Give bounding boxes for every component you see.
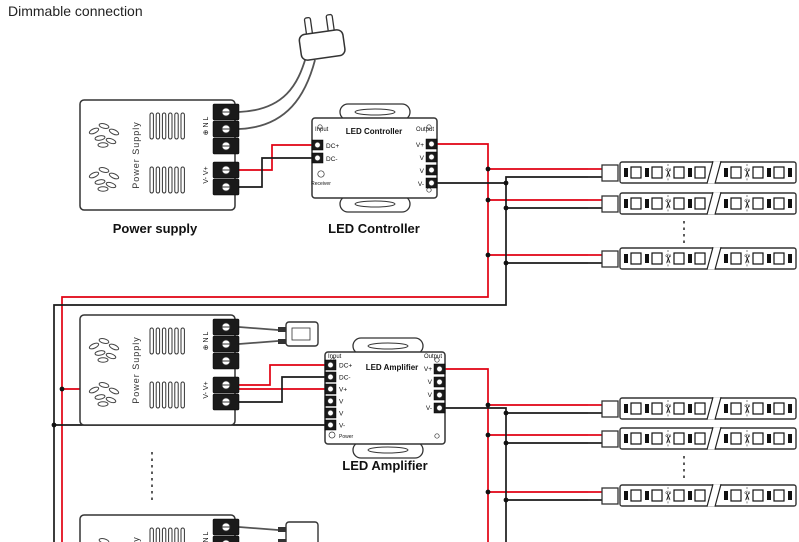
terminal-label: V-	[426, 405, 432, 412]
receiver-label: Receiver	[311, 181, 331, 187]
led-strip	[587, 160, 797, 185]
screw-icon	[434, 433, 440, 439]
ac-wires	[238, 56, 316, 531]
terminal-screw	[436, 365, 443, 373]
terminal-screw	[327, 397, 334, 405]
controller-device-title: LED Controller	[346, 127, 402, 136]
terminal-screw	[436, 404, 443, 412]
led-amplifier: LED Amplifier Input Output DC+ DC- V+ V …	[324, 337, 446, 459]
terminal-label: V+	[416, 142, 424, 149]
led-strip	[587, 396, 797, 421]
mounting-slot	[354, 108, 396, 116]
power-supply-caption: Power supply	[113, 221, 198, 236]
terminal-label: DC-	[326, 156, 338, 163]
screw-icon	[434, 357, 440, 363]
terminal-screw	[327, 421, 334, 429]
terminal-label: V	[339, 399, 344, 406]
junction-dots	[51, 166, 509, 503]
terminal-label: DC+	[339, 363, 352, 370]
terminal-screw	[428, 179, 435, 187]
terminal-screw	[327, 361, 334, 369]
ac-connector-3	[278, 521, 319, 542]
terminal-label: V-	[339, 423, 345, 430]
power-indicator-icon	[328, 431, 336, 439]
receiver-indicator-icon	[317, 170, 325, 178]
led-strip	[587, 246, 797, 271]
screw-icon	[426, 124, 432, 130]
power-supply-2	[80, 315, 239, 425]
screw-icon	[426, 187, 432, 193]
terminal-label: V	[420, 155, 425, 162]
led-amplifier-caption: LED Amplifier	[342, 458, 427, 473]
terminal-label: V	[339, 411, 344, 418]
terminal-screw	[327, 385, 334, 393]
terminal-label: V+	[339, 387, 347, 394]
terminal-screw	[314, 141, 321, 149]
terminal-label: V+	[424, 366, 432, 373]
amplifier-input-label: Input	[328, 354, 342, 360]
power-supply-3	[80, 515, 239, 542]
ac-connector-2	[278, 321, 319, 347]
led-strip	[587, 483, 797, 508]
led-strip	[587, 426, 797, 451]
terminal-label: V	[428, 392, 433, 399]
terminal-label: V	[428, 379, 433, 386]
terminal-screw	[428, 166, 435, 174]
terminal-screw	[436, 391, 443, 399]
terminal-screw	[327, 409, 334, 417]
terminal-screw	[428, 153, 435, 161]
terminal-label: DC+	[326, 143, 339, 150]
amplifier-output-label: Output	[424, 354, 442, 360]
terminal-screw	[436, 378, 443, 386]
terminal-label: DC-	[339, 375, 351, 382]
led-strip	[587, 191, 797, 216]
mounting-slot	[367, 446, 409, 454]
mounting-slot	[367, 342, 409, 350]
terminal-screw	[327, 373, 334, 381]
power-label: Power	[339, 434, 354, 440]
screw-icon	[317, 124, 323, 130]
controller-output-label: Output	[416, 127, 434, 133]
page-title: Dimmable connection	[8, 3, 143, 19]
terminal-label: V-	[418, 181, 424, 188]
terminal-screw	[314, 154, 321, 162]
controller-input-label: Input	[315, 127, 329, 133]
amplifier-device-title: LED Amplifier	[366, 363, 419, 372]
ac-plug	[298, 13, 346, 61]
led-controller-caption: LED Controller	[328, 221, 420, 236]
terminal-screw	[428, 140, 435, 148]
plug-body	[298, 29, 346, 61]
power-supply-1	[80, 100, 239, 210]
mounting-slot	[354, 200, 396, 208]
terminal-label: V	[420, 168, 425, 175]
led-controller: LED Controller Input Output DC+ DC- Rece…	[311, 103, 438, 213]
